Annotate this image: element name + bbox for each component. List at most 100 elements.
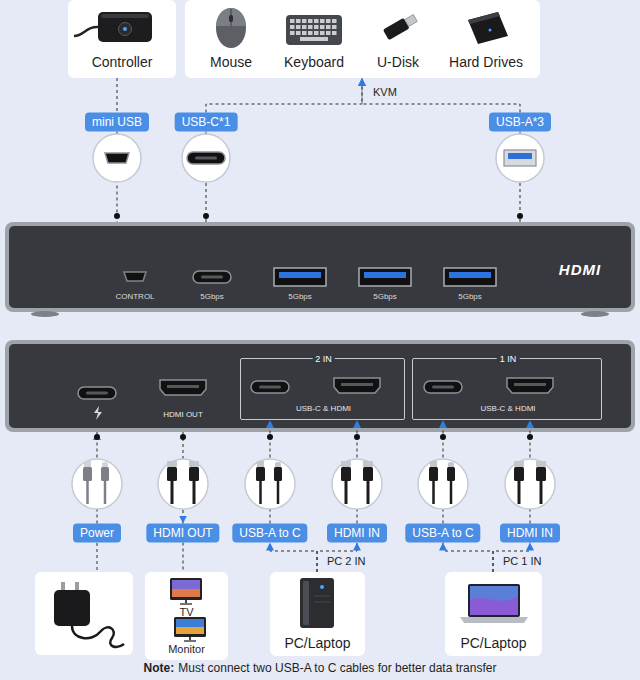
tag-text: Power — [80, 526, 114, 541]
monitor-icon — [174, 617, 206, 641]
dashed-connector — [443, 543, 493, 573]
node-text: 1 IN — [497, 354, 520, 364]
mouse-icon — [216, 8, 246, 48]
power-adapter — [35, 543, 133, 655]
port-dot — [267, 434, 273, 440]
note-text: Must connect two USB-A to C cables for b… — [178, 662, 496, 676]
monitor-icon — [184, 640, 196, 642]
cable-callout — [418, 459, 468, 509]
cable-callout — [245, 459, 295, 509]
cable-tag: USB-A to C — [405, 524, 480, 543]
peripheral-panel: MouseKeyboardU-DiskHard Drives — [185, 0, 540, 78]
rear-panel-shape — [5, 340, 635, 432]
cable-callout — [72, 459, 122, 509]
monitor-icon — [174, 617, 206, 637]
keyboard-icon — [290, 25, 338, 29]
front-ports — [444, 268, 496, 286]
keyboard-icon — [286, 15, 342, 45]
computer-box: PC/Laptop — [270, 572, 365, 656]
port-dot — [354, 434, 360, 440]
controller-icon — [123, 27, 127, 31]
tag-text: mini USB — [92, 115, 142, 130]
tag-text: HDMI OUT — [153, 526, 212, 541]
node-text: CONTROL — [115, 292, 154, 301]
port-dot — [203, 213, 209, 219]
cable-callout — [72, 459, 555, 509]
tag-text: USB-A to C — [412, 526, 473, 541]
tv-icon — [172, 580, 200, 597]
controller-icon — [119, 23, 132, 36]
cable-tag: HDMI OUT — [146, 524, 219, 543]
power-adapter — [61, 582, 65, 591]
housing-face — [9, 226, 631, 308]
hard-drive-icon — [468, 12, 508, 44]
hard-drive-icon — [468, 12, 500, 24]
tv-icon — [185, 600, 187, 603]
front-panel-shape — [5, 222, 635, 312]
tag-text: USB-C*1 — [182, 115, 231, 130]
port-dot — [94, 434, 533, 440]
front-ports — [581, 311, 609, 317]
dashed-connector — [206, 78, 362, 113]
display-box-shape — [145, 572, 228, 660]
keyboard-icon — [290, 19, 338, 23]
front-ports — [31, 268, 609, 317]
node-text: TV — [179, 606, 193, 619]
port-dot — [440, 434, 446, 440]
laptop-icon — [460, 584, 528, 623]
port-callout — [496, 134, 544, 182]
hard-drive-icon — [489, 29, 492, 32]
keyboard-icon — [290, 31, 338, 35]
cable-tag: USB-A to C — [232, 524, 307, 543]
node-text: 5Gbps — [200, 292, 224, 301]
mouse-icon — [229, 15, 233, 22]
node-text: U-Disk — [377, 54, 419, 70]
input-group: 1 INUSB-C & HDMI — [412, 358, 602, 420]
housing-rim — [5, 340, 635, 432]
dashed-connector — [362, 78, 520, 113]
pc-tower-icon — [320, 585, 324, 589]
cable-tag: HDMI IN — [500, 524, 560, 543]
computer-box-shape — [270, 572, 365, 656]
cable-tag: HDMI IN — [327, 524, 387, 543]
cable-callout — [256, 461, 282, 504]
cable-callout — [158, 459, 208, 509]
dashed-connector — [117, 78, 118, 113]
cable-callout — [429, 461, 455, 504]
node-text: Hard Drives — [449, 54, 523, 70]
note-label: Note: — [144, 662, 175, 676]
display-box: TVMonitor — [145, 572, 228, 660]
pc-tower-icon — [314, 602, 330, 603]
pc-tower-icon — [300, 578, 334, 628]
tv-icon — [170, 578, 202, 604]
monitor-icon — [176, 619, 204, 634]
node-text: HDMI OUT — [163, 410, 203, 419]
housing-rim — [5, 222, 635, 312]
laptop-icon — [470, 596, 518, 615]
hard-drive-icon — [468, 12, 508, 44]
power-adapter — [75, 582, 79, 591]
front-ports — [274, 268, 326, 286]
mouse-icon — [216, 8, 246, 48]
connection-label: PC 1 IN — [501, 555, 544, 568]
port-tag: mini USB — [85, 113, 149, 132]
cable-callout — [341, 461, 373, 504]
computer-box: PC/Laptop — [445, 572, 542, 656]
peripheral-panel-shape — [185, 0, 540, 78]
node-text: 2 IN — [312, 354, 335, 364]
rear-ports — [507, 378, 553, 393]
box-fill — [445, 572, 542, 656]
pc-tower-icon — [314, 596, 330, 597]
connection-label: PC 2 IN — [325, 555, 368, 568]
front-panel: CONTROL5Gbps5Gbps5Gbps5GbpsHDMI — [5, 222, 635, 312]
tag-text: HDMI IN — [507, 526, 553, 541]
box-fill — [185, 0, 540, 78]
box-fill — [68, 0, 176, 78]
tag-text: USB-A*3 — [496, 115, 544, 130]
node-text: Mouse — [210, 54, 252, 70]
cable-callout — [514, 461, 546, 504]
power-adapter — [97, 543, 98, 572]
power-adapter — [72, 626, 124, 647]
note-row: Note:Must connect two USB-A to C cables … — [0, 662, 640, 676]
